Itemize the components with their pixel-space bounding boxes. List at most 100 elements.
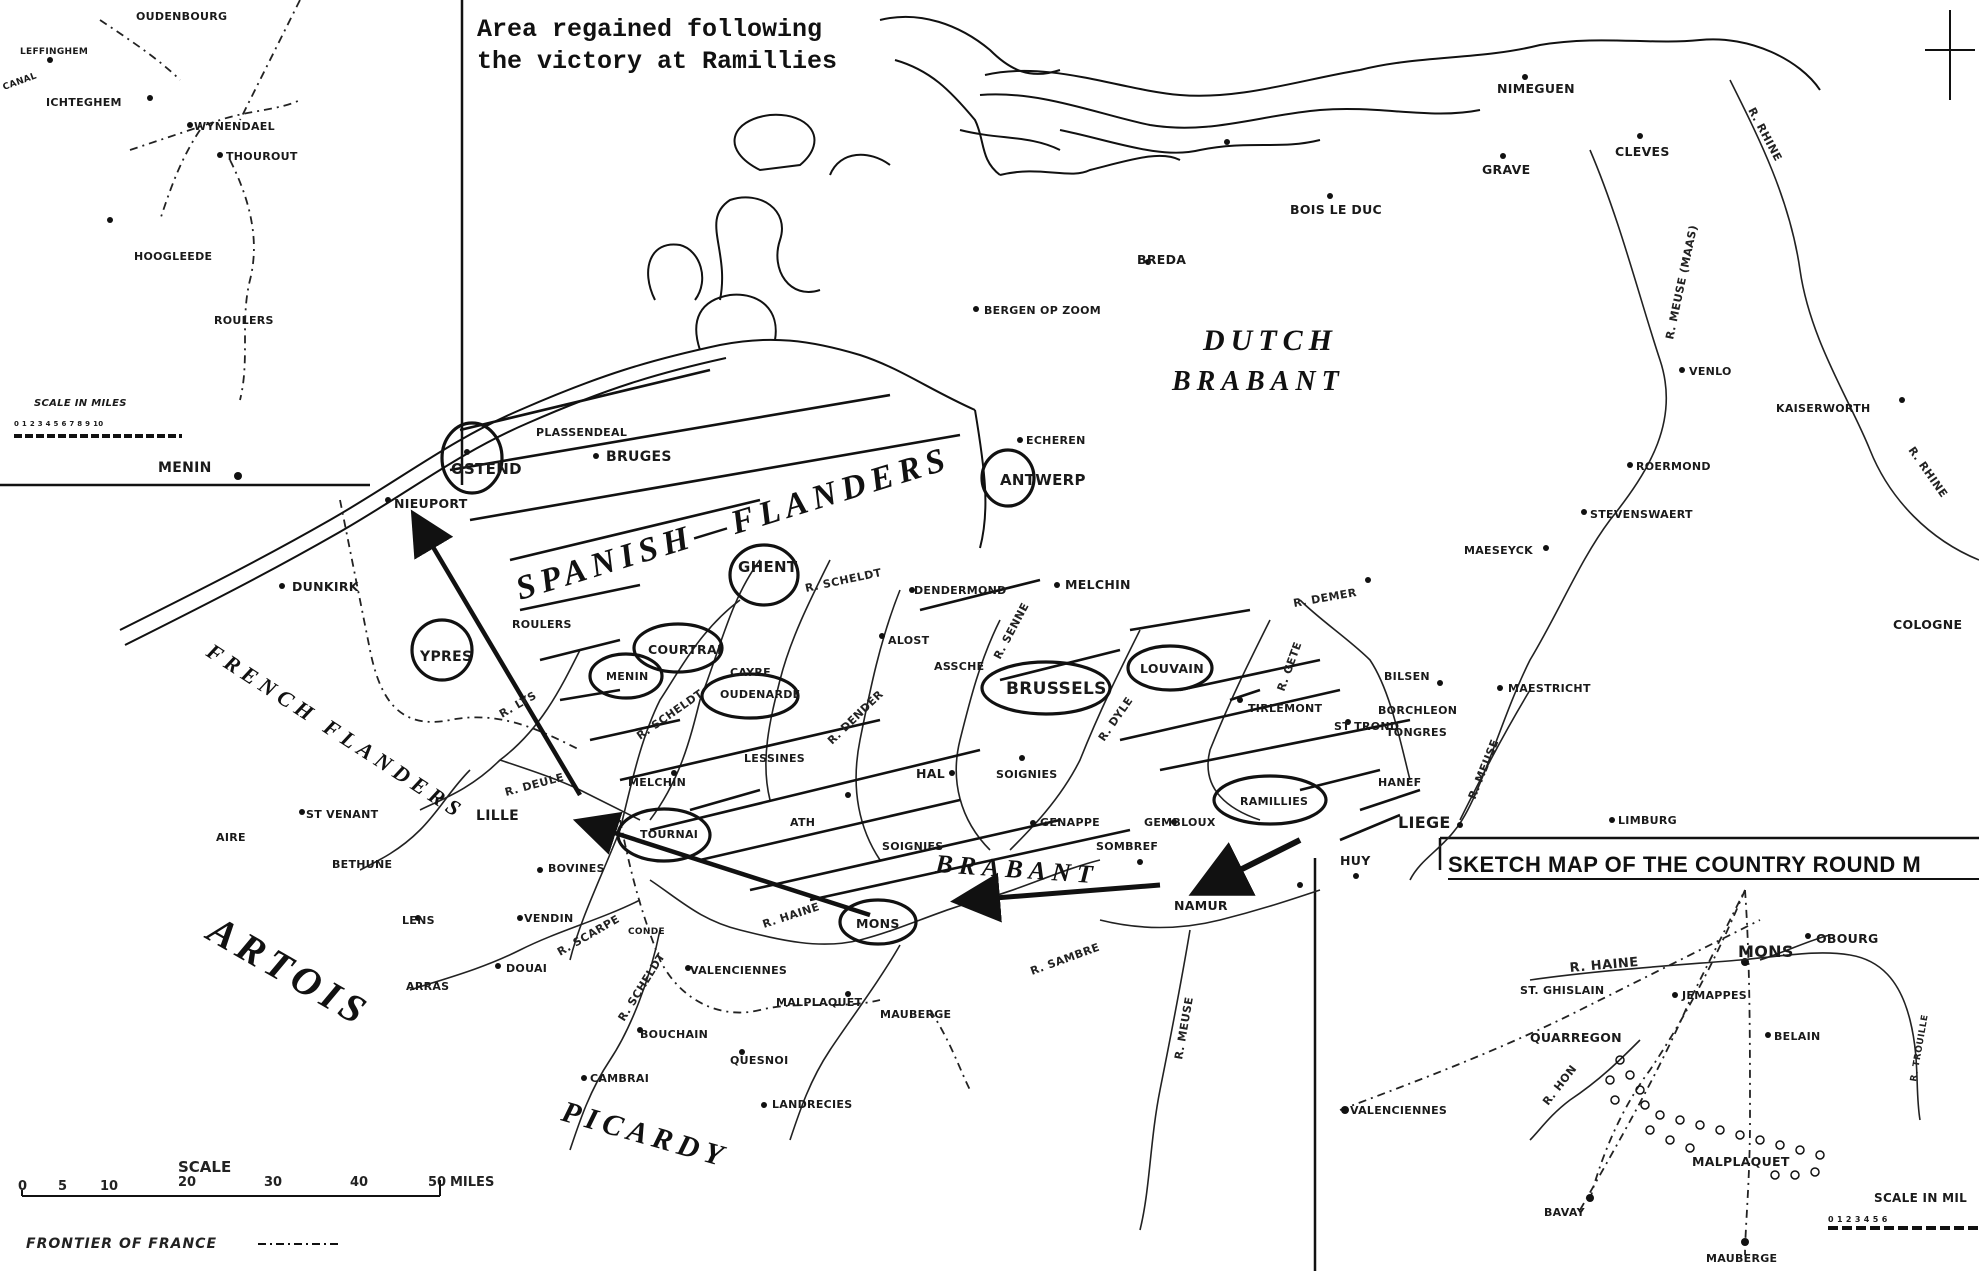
label-hanef: HANEF	[1378, 776, 1421, 789]
label-roermond: ROERMOND	[1636, 460, 1711, 473]
river-label-sambre: R. SAMBRE	[1029, 941, 1102, 978]
region-artois: ARTOIS	[198, 905, 379, 1035]
river-label-scheldt-south: R. SCHELDT	[616, 951, 668, 1024]
ring-ramillies	[1212, 774, 1328, 826]
label-st-venant: ST VENANT	[306, 808, 379, 821]
town-dots	[47, 57, 1905, 1246]
river-label-haine: R. HAINE	[761, 900, 821, 931]
inset-label-thourout: THOUROUT	[226, 150, 298, 163]
label-namur: NAMUR	[1174, 898, 1228, 913]
label-bergen-op-zoom: BERGEN OP ZOOM	[984, 304, 1101, 317]
scale-label: SCALE	[178, 1158, 231, 1176]
label-genappe: GENAPPE	[1040, 816, 1100, 829]
label-soignies: SOIGNIES	[882, 840, 944, 853]
malplaquet-troops	[1605, 1055, 1825, 1180]
label-dendermond: DENDERMOND	[914, 584, 1007, 597]
label-ghent: GHENT	[738, 558, 798, 576]
label-forest-soignies: SOIGNIES	[996, 768, 1058, 781]
label-plassendeal: PLASSENDEAL	[536, 426, 627, 439]
inset-label-menin: MENIN	[158, 460, 212, 476]
inset-nw: OUDENBOURG LEFFINGHEM CANAL ICHTEGHEM WY…	[2, 10, 298, 476]
label-tirlemont: TIRLEMONT	[1248, 702, 1322, 715]
label-bethune: BETHUNE	[332, 858, 392, 871]
ring-oudenarde	[700, 672, 800, 720]
label-tongres: TONGRES	[1386, 726, 1447, 739]
label-antwerp: ANTWERP	[1000, 471, 1086, 489]
ring-tournai	[616, 807, 712, 863]
inset-se-label-quarregon: QUARREGON	[1530, 1030, 1622, 1045]
label-bruges: BRUGES	[606, 449, 672, 465]
inset-se-label-trouille: R. TROUILLE	[1909, 1014, 1931, 1083]
label-cayre: CAYRE	[730, 666, 771, 679]
label-courtrai: COURTRAI	[648, 642, 722, 657]
compass-icon	[1925, 10, 1975, 100]
region-brabant: BRABANT	[934, 849, 1100, 889]
label-kaiserworth: KAISERWORTH	[1776, 402, 1871, 415]
ring-ghent	[728, 543, 800, 607]
label-lille: LILLE	[476, 808, 519, 824]
inset-se-label-haine: R. HAINE	[1569, 955, 1639, 976]
label-maeseyck: MAESEYCK	[1464, 544, 1533, 557]
label-liege: LIEGE	[1398, 813, 1451, 832]
scale-tick-50: 50	[428, 1175, 446, 1190]
headline-line-2: the victory at Ramillies	[477, 47, 837, 76]
place-labels: OSTEND PLASSENDEAL BRUGES NIEUPORT DUNKI…	[216, 81, 1962, 1111]
sketch-map-title: SKETCH MAP OF THE COUNTRY ROUND M	[1448, 852, 1921, 877]
region-dutch-brabant: BRABANT	[1171, 366, 1345, 397]
river-label-demer: R. DEMER	[1292, 586, 1358, 610]
inset-label-leffinghem: LEFFINGHEM	[20, 47, 88, 57]
inset-se-label-bavay: BAVAY	[1544, 1206, 1586, 1219]
inset-se-label-st-ghislain: ST. GHISLAIN	[1520, 984, 1604, 997]
river-label-gete: R. GETE	[1275, 640, 1305, 693]
inset-label-hoogleede: HOOGLEEDE	[134, 250, 212, 263]
headline-line-1: Area regained following	[477, 15, 822, 44]
label-roulers: ROULERS	[512, 618, 572, 631]
inset-se-label-obourg: OBOURG	[1816, 931, 1879, 946]
inset-label-roulers: ROULERS	[214, 314, 274, 327]
region-spanish-flanders: SPANISH—FLANDERS	[512, 440, 956, 608]
inset-se-label-belain: BELAIN	[1774, 1030, 1821, 1043]
label-gembloux: GEMBLOUX	[1144, 816, 1216, 829]
inset-se-label-hon: R. HON	[1540, 1062, 1579, 1107]
label-melchin-south: MELCHIN	[628, 776, 686, 789]
label-grave: GRAVE	[1482, 162, 1530, 177]
inset-se-label-mons: MONS	[1738, 942, 1794, 961]
label-louvain: LOUVAIN	[1140, 661, 1204, 676]
label-mons-main: MONS	[856, 916, 900, 931]
label-breda: BREDA	[1137, 252, 1186, 267]
label-st-trond: ST TROND	[1334, 720, 1399, 733]
label-cleves: CLEVES	[1615, 144, 1670, 159]
circled-towns	[410, 421, 1328, 946]
label-bovines: BOVINES	[548, 862, 605, 875]
label-menin: MENIN	[606, 670, 648, 683]
inset-se-label-valenciennes: VALENCIENNES	[1350, 1104, 1447, 1117]
label-oudenarde: OUDENARDE	[720, 688, 800, 701]
inset-se-label-jemappes: JEMAPPES	[1681, 989, 1747, 1002]
label-mauberge-main: MAUBERGE	[880, 1008, 951, 1021]
region-french-flanders: FRENCH FLANDERS	[201, 638, 470, 825]
label-brussels: BRUSSELS	[1006, 679, 1107, 699]
river-label-senne: R. SENNE	[991, 601, 1032, 662]
ring-ypres	[410, 618, 474, 682]
scale-tick-5: 5	[58, 1179, 67, 1194]
river-label-meuse-maas: R. MEUSE (MAAS)	[1663, 224, 1700, 341]
campaign-arrows	[410, 509, 1302, 923]
label-maestricht: MAESTRICHT	[1508, 682, 1591, 695]
label-cologne: COLOGNE	[1893, 617, 1962, 632]
coastline	[119, 15, 1821, 646]
label-nieuport: NIEUPORT	[394, 496, 468, 511]
label-dunkirk: DUNKIRK	[292, 579, 360, 594]
river-label-rhine-2: R. RHINE	[1906, 444, 1951, 500]
ring-menin	[588, 652, 664, 700]
frontier-line	[99, 0, 1761, 1256]
label-douai: DOUAI	[506, 962, 547, 975]
ring-courtrai	[632, 622, 724, 674]
inset-se-label-scale-ticks: 0 1 2 3 4 5 6	[1828, 1215, 1888, 1224]
label-vendin: VENDIN	[524, 912, 573, 925]
river-label-meuse: R. MEUSE	[1466, 737, 1502, 801]
label-limburg: LIMBURG	[1618, 814, 1677, 827]
scale-unit: MILES	[450, 1175, 494, 1190]
label-echeren: ECHEREN	[1026, 434, 1086, 447]
